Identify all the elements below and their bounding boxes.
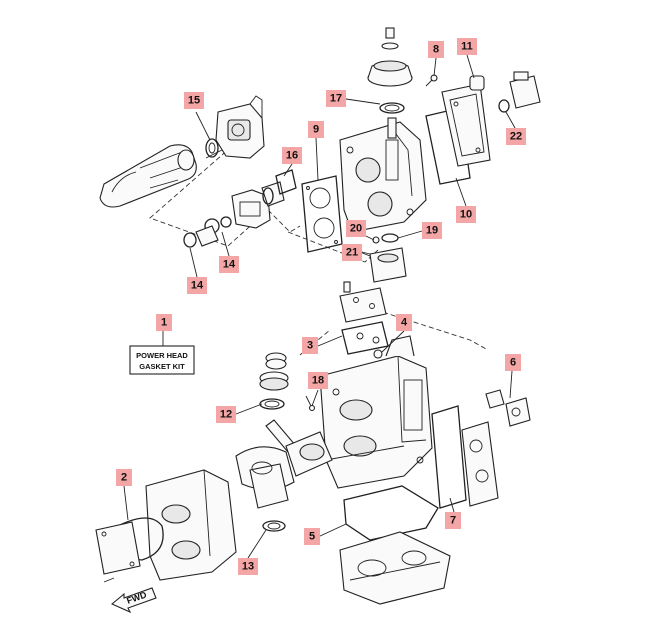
callout-20-label: 20 [350, 223, 362, 235]
kit-label-line1: POWER HEAD [136, 351, 188, 360]
callout-14b: 14 [219, 256, 239, 273]
fwd-arrow: FWD [110, 587, 157, 614]
callout-16: 16 [282, 147, 302, 164]
callout-8: 8 [428, 41, 444, 58]
gasket-19 [381, 233, 399, 243]
callout-22: 22 [506, 128, 526, 145]
callout-1: 1 [156, 314, 172, 331]
callout-10-label: 10 [460, 209, 472, 221]
callout-6-label: 6 [510, 357, 516, 369]
crankcase-lower [95, 469, 237, 583]
oil-seal-12 [259, 398, 285, 410]
callout-4-label: 4 [401, 317, 408, 329]
callout-12-label: 12 [220, 409, 232, 421]
transfer-port-cover [431, 389, 531, 509]
intake-gasket-14 [183, 232, 197, 248]
callout-12: 12 [216, 406, 236, 423]
callout-17: 17 [326, 90, 346, 107]
oil-seal-13 [262, 520, 286, 532]
gasket-7 [431, 405, 467, 509]
callout-2-label: 2 [121, 472, 127, 484]
o-ring-22 [498, 99, 510, 113]
callouts: 1 2 3 4 5 6 7 8 9 10 11 12 13 14 14 15 1… [116, 38, 526, 575]
callout-9-label: 9 [313, 124, 319, 136]
screw-4 [373, 349, 383, 359]
gasket-5 [343, 485, 439, 541]
leader-lines [123, 54, 516, 559]
exhaust-cover [425, 71, 541, 185]
callout-17-label: 17 [330, 93, 342, 105]
callout-14b-label: 14 [223, 259, 236, 271]
callout-19: 19 [422, 222, 442, 239]
callout-21: 21 [342, 244, 362, 261]
pin-18 [308, 404, 316, 412]
callout-18-label: 18 [312, 375, 324, 387]
callout-7: 7 [445, 512, 461, 529]
assembly-guide-lines [149, 119, 489, 356]
callout-4: 4 [396, 314, 412, 331]
callout-22-label: 22 [510, 131, 522, 143]
callout-15-label: 15 [188, 95, 200, 107]
callout-13: 13 [238, 558, 258, 575]
callout-9: 9 [308, 121, 324, 138]
bottom-cover [339, 485, 451, 605]
oil-seal-17 [379, 102, 405, 114]
callout-5-label: 5 [309, 531, 315, 543]
gasket-3 [341, 321, 389, 355]
callout-18: 18 [308, 372, 328, 389]
thermostat-housing [359, 233, 407, 283]
callout-2: 2 [116, 469, 132, 486]
callout-11-label: 11 [461, 41, 473, 53]
callout-21-label: 21 [346, 247, 358, 259]
carburetor-gasket-inner [208, 142, 216, 154]
callout-3-label: 3 [307, 340, 313, 352]
manifold-gasket [262, 187, 274, 205]
intake-manifold [183, 181, 285, 248]
cylinder-head [339, 121, 427, 233]
cylinder-head-gasket [301, 175, 343, 253]
callout-8-label: 8 [433, 44, 439, 56]
carburetor-gasket [205, 138, 219, 158]
kit-label-line2: GASKET KIT [139, 362, 185, 371]
callout-14a: 14 [187, 277, 207, 294]
crankcase-cover-plate [339, 281, 389, 359]
flywheel-assembly [367, 27, 413, 139]
carburetor [205, 95, 265, 159]
callout-15: 15 [184, 92, 204, 109]
callout-5: 5 [304, 528, 320, 545]
callout-20: 20 [346, 220, 366, 237]
gasket-kit-label: POWER HEAD GASKET KIT [129, 345, 195, 375]
callout-13-label: 13 [242, 561, 254, 573]
crankshaft-assembly [235, 352, 333, 532]
callout-1-label: 1 [161, 317, 167, 329]
callout-7-label: 7 [450, 515, 456, 527]
intake-silencer [99, 144, 197, 208]
cylinder-block [319, 335, 433, 489]
callout-16-label: 16 [286, 150, 298, 162]
callout-11: 11 [457, 38, 477, 55]
callout-3: 3 [302, 337, 318, 354]
plug-11 [469, 75, 485, 91]
callout-19-label: 19 [426, 225, 438, 237]
callout-14a-label: 14 [191, 280, 204, 292]
callout-6: 6 [505, 354, 521, 371]
callout-10: 10 [456, 206, 476, 223]
